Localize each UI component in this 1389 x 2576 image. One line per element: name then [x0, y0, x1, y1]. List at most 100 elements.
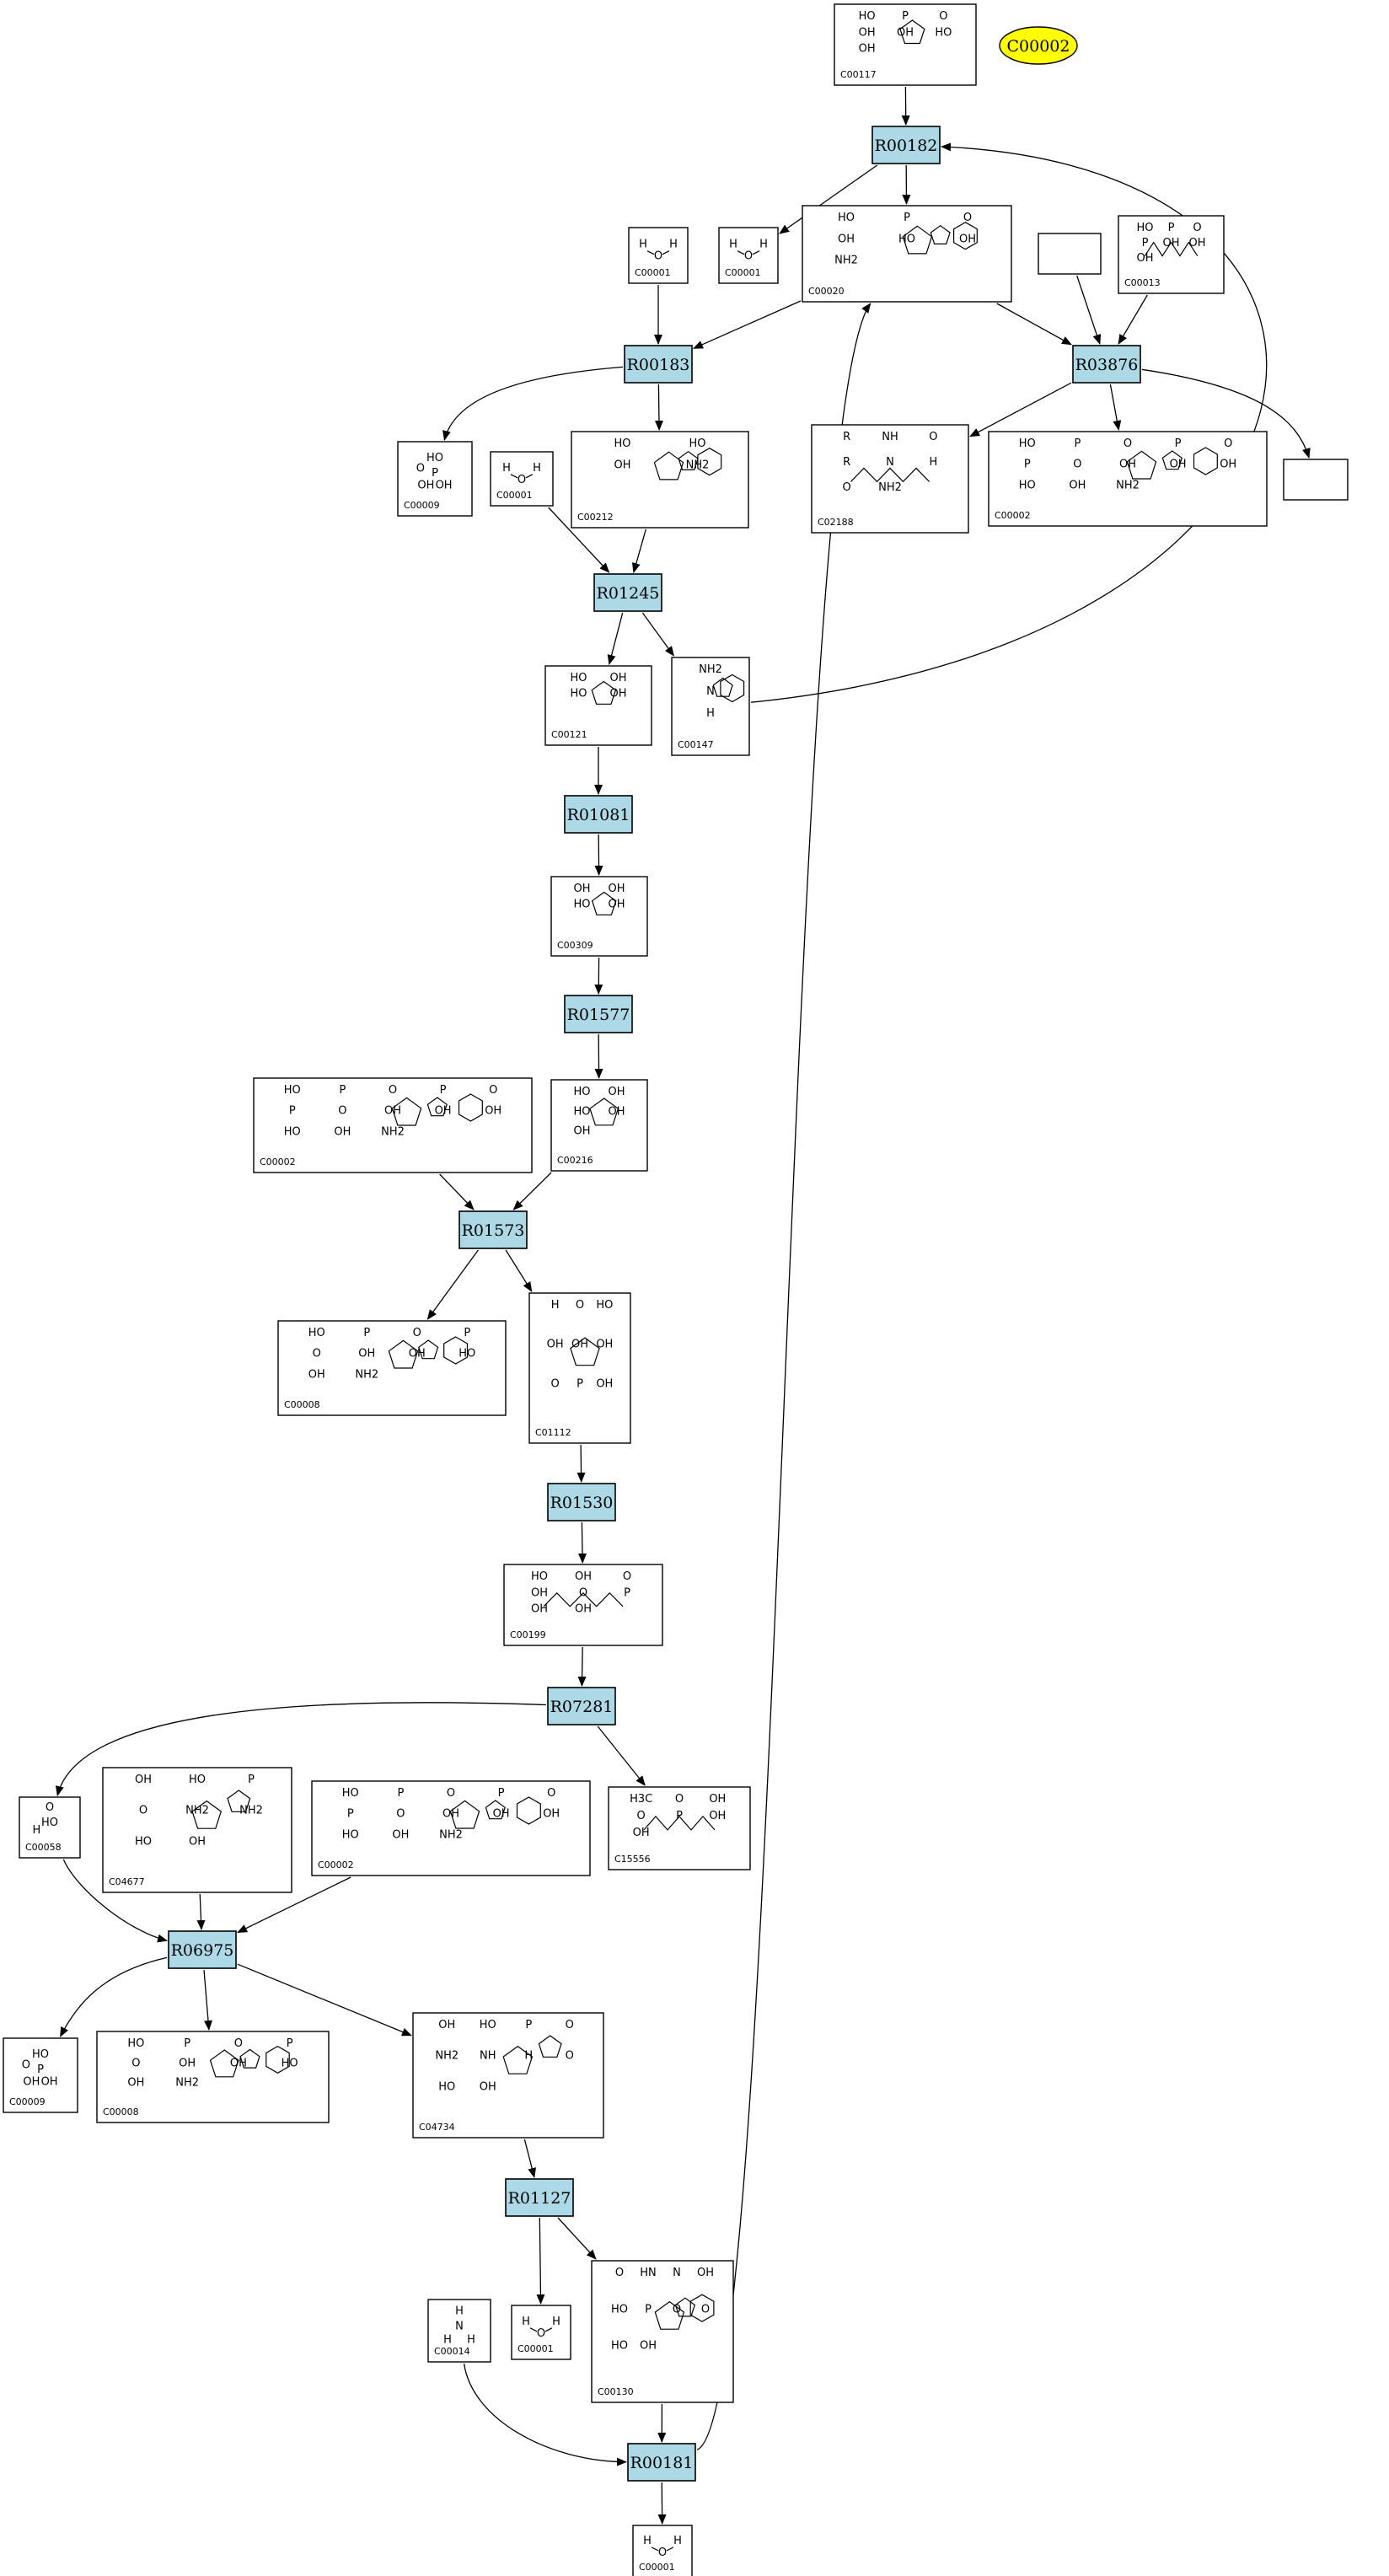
reaction-node[interactable]: R03876 [1072, 345, 1141, 384]
atom-label: OH [571, 1339, 588, 1351]
atom-label: O [963, 212, 972, 224]
compound-box [632, 2525, 693, 2576]
atom-label: HO [342, 1828, 359, 1841]
atom-label: OH [127, 2077, 144, 2090]
atom-label: HO [32, 2048, 49, 2061]
ring-shape [930, 224, 951, 244]
compound-node[interactable] [1283, 459, 1349, 501]
atom-label: OH [959, 233, 976, 245]
atom-label: OH [608, 1105, 625, 1118]
reaction-edge [1141, 368, 1311, 459]
reaction-edge [536, 2217, 545, 2305]
ring-shape [1193, 447, 1218, 475]
ring-shape [502, 2045, 534, 2074]
atom-label: OH [230, 2057, 247, 2069]
ring-shape [239, 2048, 260, 2069]
atom-label: O [547, 1787, 555, 1800]
reaction-node[interactable]: R01245 [593, 573, 662, 612]
atom-label: HO [898, 233, 915, 245]
ring-shape [227, 1790, 251, 1812]
atom-label: P [432, 467, 438, 480]
atom-label: HO [480, 2019, 496, 2031]
atom-label: HO [1136, 222, 1153, 234]
reaction-node[interactable]: R00183 [624, 345, 693, 384]
atom-label: HO [1019, 437, 1036, 450]
reaction-node[interactable]: R01573 [459, 1210, 528, 1249]
atom-label: NH2 [435, 2050, 459, 2063]
legend: C00002 [999, 26, 1078, 65]
ring-shape [209, 2049, 239, 2078]
atom-label: O [396, 1808, 405, 1821]
compound-id: C00013 [1124, 277, 1161, 288]
reaction-node[interactable]: R01081 [564, 795, 633, 834]
reaction-node[interactable]: R00181 [627, 2443, 696, 2482]
ring-shape [720, 674, 745, 703]
atom-label: H3C [630, 1793, 652, 1806]
reaction-node[interactable]: R00182 [871, 126, 941, 164]
reaction-node[interactable]: R01127 [505, 2178, 574, 2217]
reaction-edge [505, 1249, 533, 1292]
atom-label: OH [417, 480, 434, 492]
edges [55, 86, 1311, 2525]
reaction-node[interactable]: R07281 [547, 1687, 616, 1725]
compound-node[interactable] [1038, 233, 1102, 275]
atom-label: HO [282, 2057, 298, 2069]
reaction-node[interactable]: R01577 [564, 995, 633, 1033]
compound-box [412, 2012, 604, 2139]
atom-label: O [929, 431, 937, 443]
compound-id: C00002 [995, 510, 1031, 521]
reaction-label: R01081 [567, 806, 630, 824]
atom-label: HO [438, 2080, 455, 2093]
atom-label: OH [442, 1808, 459, 1821]
atom-label: P [464, 1327, 470, 1339]
atom-label: P [1175, 437, 1182, 450]
atom-label: O [139, 1805, 147, 1817]
compound-box [834, 3, 977, 86]
atom-label: OH [358, 1348, 375, 1360]
atom-label: O [1073, 459, 1081, 471]
compound-id: C00001 [635, 267, 671, 278]
reaction-label: R01577 [567, 1006, 630, 1024]
atom-label: P [1168, 222, 1175, 234]
compound-id: C00001 [518, 2343, 554, 2354]
atom-label: H [522, 2316, 530, 2328]
atom-label: O [675, 1793, 684, 1806]
compound-box [397, 441, 473, 517]
reaction-node[interactable]: R06975 [168, 1930, 237, 1969]
ring-shape [1126, 450, 1157, 480]
atom-label: O [518, 474, 526, 486]
reaction-box [593, 573, 662, 612]
reaction-label: R01127 [508, 2189, 571, 2208]
reaction-node[interactable]: R01530 [547, 1483, 616, 1521]
